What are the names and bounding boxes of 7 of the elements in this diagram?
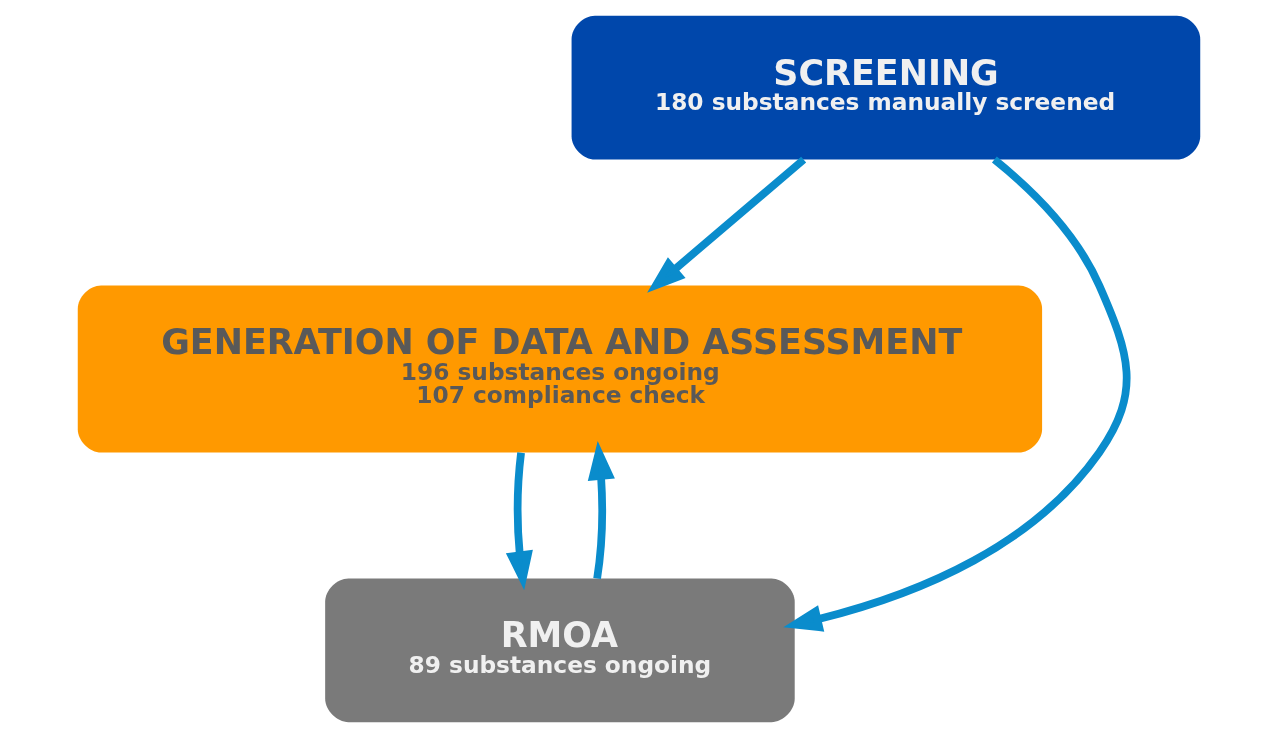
node-box: SCREENING 180 substances manually screened	[571, 15, 1200, 160]
arrow	[505, 452, 533, 591]
arrow	[782, 156, 1130, 632]
arrow	[587, 441, 615, 580]
node-box: RMOA 89 substances ongoing	[324, 578, 795, 723]
node-box: GENERATION OF DATA AND ASSESSMENT 196 substances ongoing 107 compliance check	[77, 285, 1042, 453]
arrow	[646, 156, 806, 293]
